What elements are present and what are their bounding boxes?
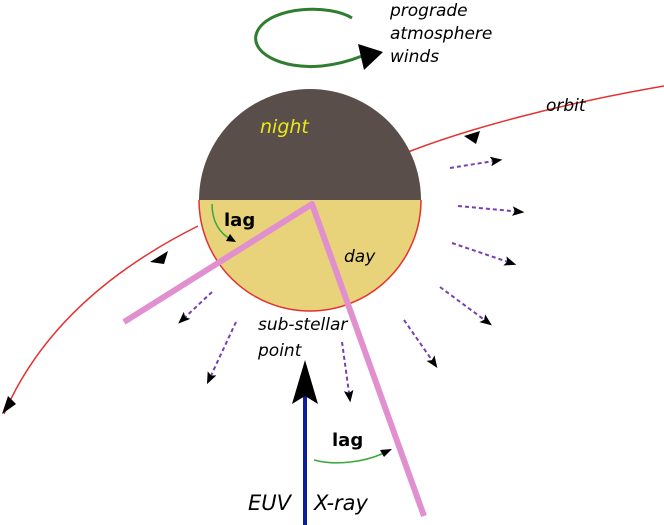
lag-label-lower: lag [332,430,363,451]
lag-arrowhead-upper [226,234,236,242]
orbit-arrowhead-left [150,251,168,264]
outflow-arrows [178,156,525,403]
lag-arrowhead-lower [380,449,392,457]
lag-label-upper: lag [224,210,255,231]
substellar-label-line1: sub-stellar [258,315,348,335]
substellar-label-line2: point [257,341,303,361]
outflow-arrow [403,319,438,368]
winds-label-line2: atmosphere [390,24,492,44]
day-label: day [344,247,376,267]
planet-nightside [199,89,421,200]
outflow-arrow [439,286,492,326]
winds-label-line3: winds [390,47,439,67]
winds-loop [254,7,363,69]
night-label: night [260,116,310,138]
outflow-arrow [449,156,503,169]
orbit-label: orbit [546,96,587,116]
outflow-arrow [457,205,525,216]
euv-label: EUV [248,491,293,515]
xray-label: X-ray [313,491,369,515]
outflow-arrow [206,321,237,385]
orbit-arrowhead-end [2,396,16,414]
orbit-arrowhead-right [464,131,480,144]
outflow-arrow [451,242,517,266]
winds-label-line1: prograde [389,1,468,21]
planet-outline-day [198,199,422,312]
planet [198,89,422,312]
incoming-radiation-arrowhead [292,360,318,404]
outflow-arrow [341,341,354,403]
outflow-arrow [178,291,213,324]
orbit-curve [3,85,664,415]
winds-arrowhead [358,44,383,70]
tidal-axis-line [122,201,427,518]
lag-arrow-lower [313,451,387,464]
